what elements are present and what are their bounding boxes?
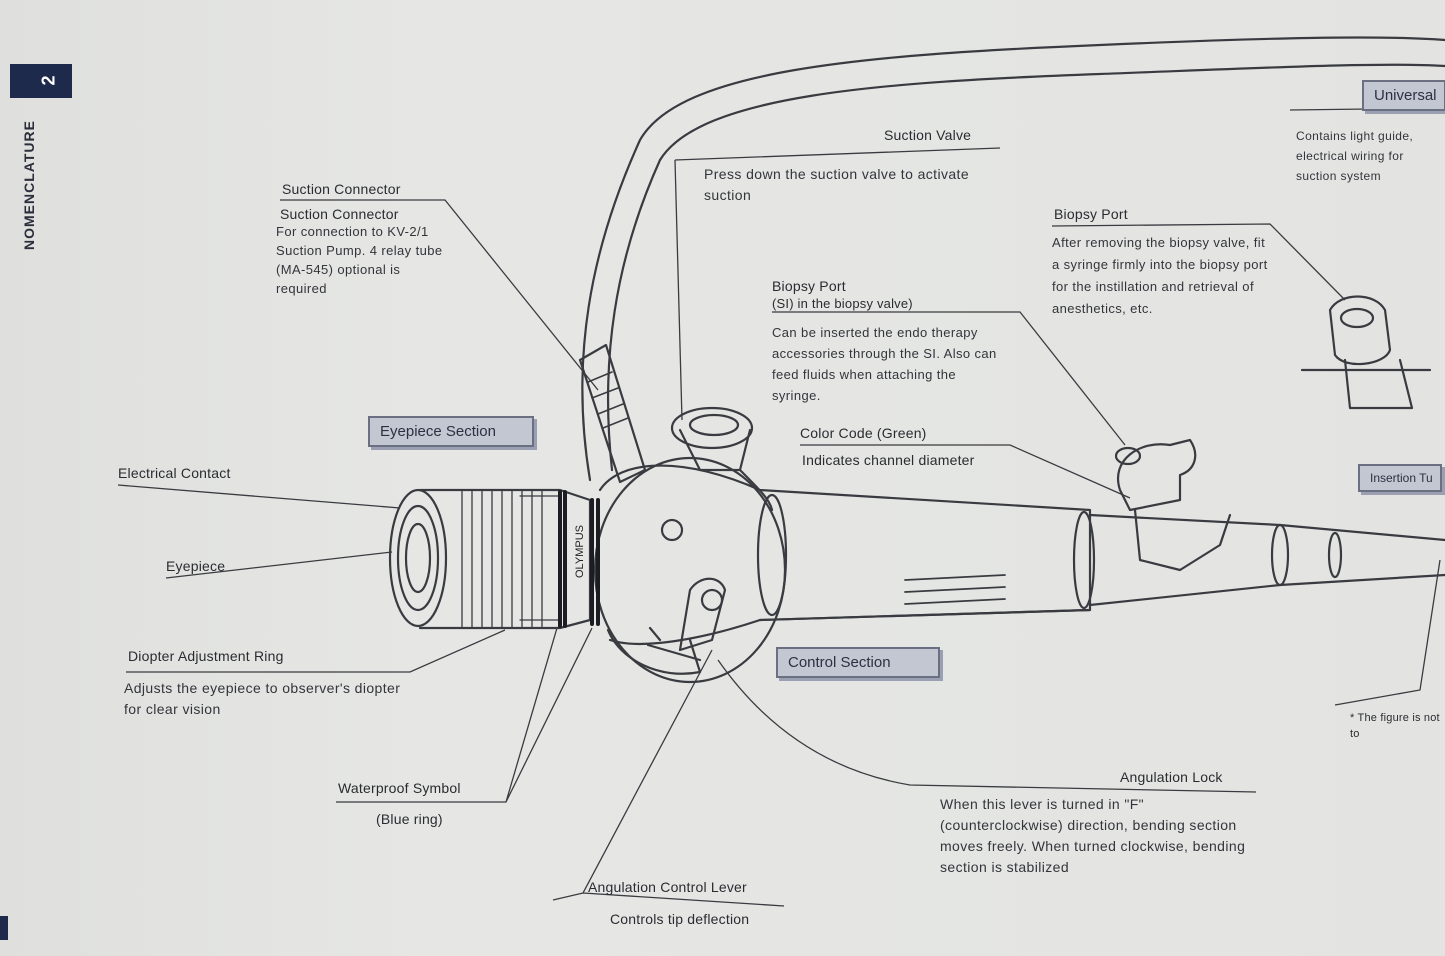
color-code-title: Color Code (Green) [800,425,927,441]
universal-desc: Contains light guide, electrical wiring … [1296,129,1414,183]
leader-electrical [117,484,401,509]
eyepiece-face [388,488,448,628]
angulation-lock-title: Angulation Lock [1120,769,1223,785]
suction-connector-stem [578,343,647,484]
leader-suction-connector [280,199,599,391]
control-body-bottom [758,608,1092,622]
biopsy-port [1117,438,1197,512]
biopsy-port-sub: (SI) in the biopsy valve) [772,296,913,311]
biopsy-port-detail [1328,295,1392,366]
leader-note [1334,559,1441,706]
leader-biopsy-port [772,311,1126,446]
leader-eyepiece [165,551,393,579]
diopter-desc: Adjusts the eyepiece to observer's diopt… [124,680,401,717]
suction-connector-desc: For connection to KV-2/1 Suction Pump. 4… [276,224,443,296]
suction-connector-title: Suction Connector [282,181,401,197]
leader-suction-valve [674,147,1001,421]
ring-engraving: OLYMPUS [574,525,586,578]
leader-waterproof [336,627,593,803]
leader-diopter [126,629,506,673]
angulation-lever-desc: Controls tip deflection [610,911,750,927]
suction-valve-cap [678,428,752,472]
biopsy-port-right-title: Biopsy Port [1054,206,1128,222]
waterproof-ring [558,490,567,628]
section-number-tab: 2 [10,64,72,98]
color-code-desc: Indicates channel diameter [802,452,975,468]
universal-cord-box: Universal [1362,80,1445,111]
universal-cord-inner [606,63,1445,472]
leader-angulation-lever [552,649,785,907]
figure-note: * The figure is not to [1350,712,1440,740]
suction-valve-title: Suction Valve [884,127,972,143]
waterproof-sub: (Blue ring) [376,811,443,827]
insertion-tube-box: Insertion Tu [1358,464,1442,492]
control-head-disk [593,456,787,684]
angulation-lever-title: Angulation Control Lever [588,879,747,895]
leader-biopsy-right [1051,223,1346,301]
page-edge-marker [0,916,8,940]
control-body [598,464,1092,645]
biopsy-port-desc: Can be inserted the endo therapy accesso… [772,325,997,403]
waterproof-title: Waterproof Symbol [338,780,461,796]
control-section-box: Control Section [776,647,940,678]
universal-cord [581,36,1445,482]
diopter-title: Diopter Adjustment Ring [128,648,284,664]
eyepiece-label: Eyepiece [166,558,226,574]
angulation-lever [678,577,727,652]
angulation-lock-desc: When this lever is turned in "F" (counte… [940,796,1246,875]
suction-valve-desc: Press down the suction valve to activate… [704,166,970,203]
biopsy-port-right-desc: After removing the biopsy valve, fit a s… [1052,235,1268,316]
leader-angulation-lock [717,659,1257,793]
electrical-contact-label: Electrical Contact [118,465,231,481]
eyepiece-section-box: Eyepiece Section [368,416,534,447]
biopsy-port-title: Biopsy Port [772,278,846,294]
suction-connector-head: Suction Connector [280,206,399,222]
leader-color-code [800,444,1131,499]
